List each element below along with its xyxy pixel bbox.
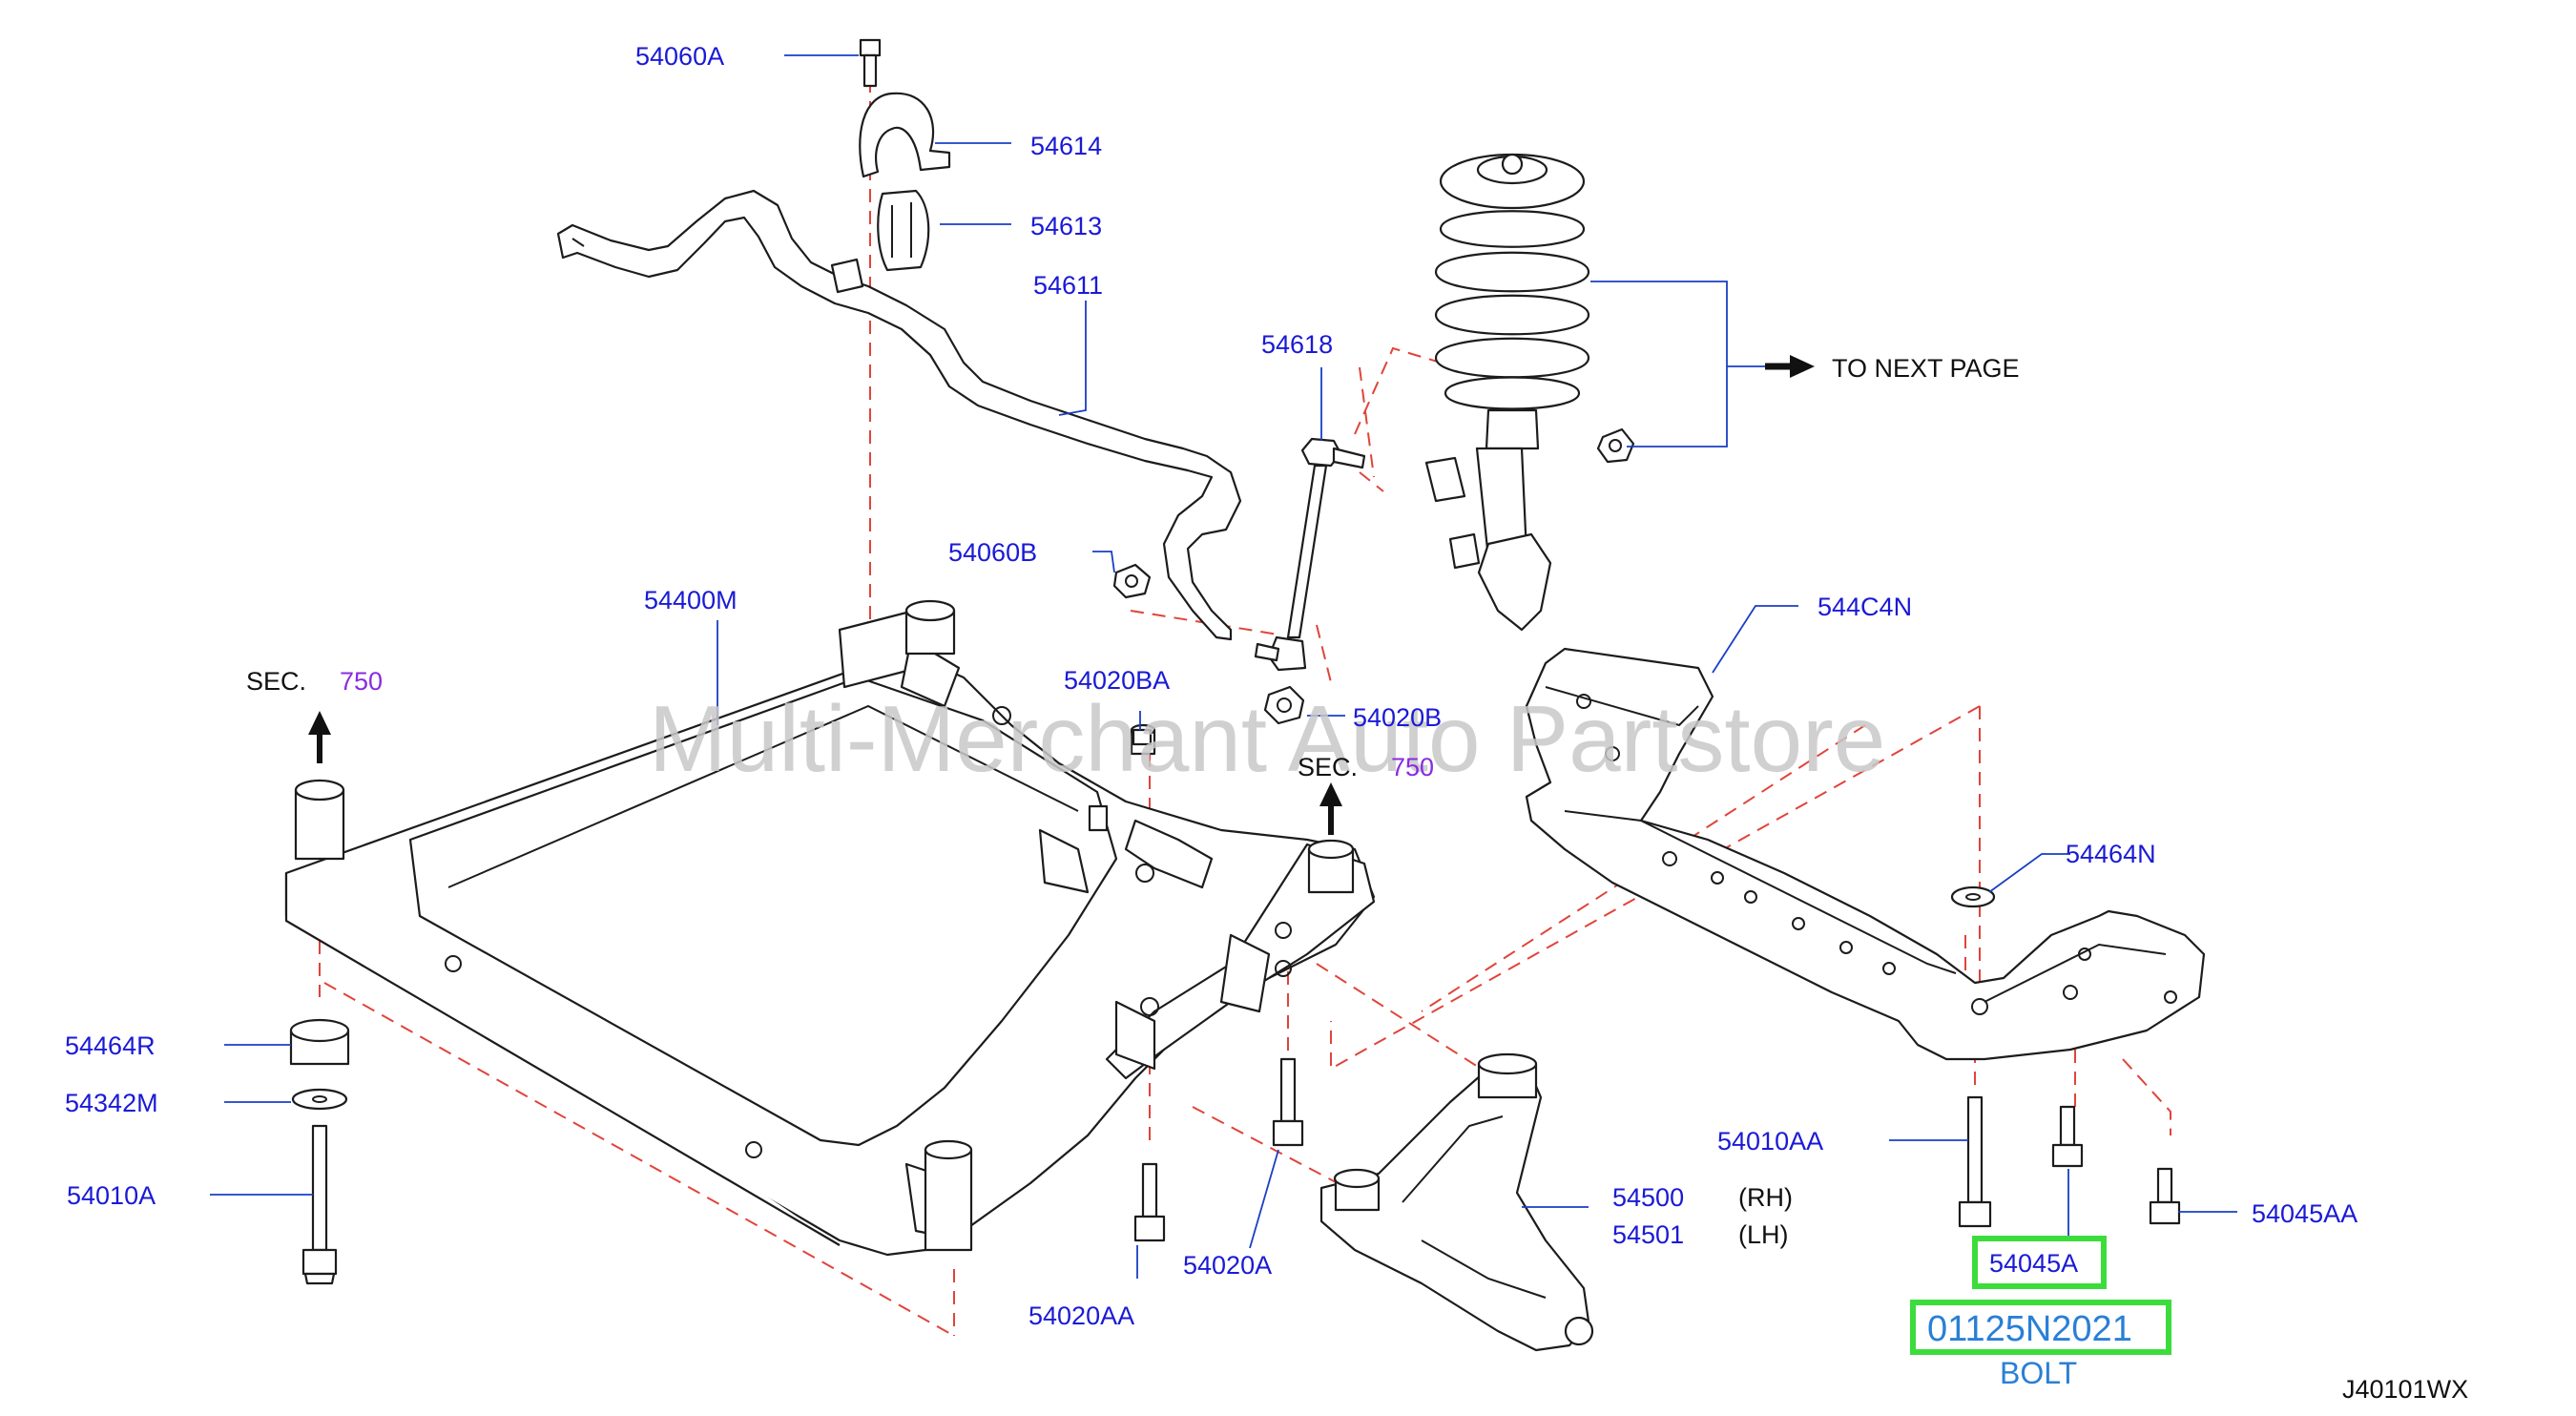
washer-54464N [1950, 885, 1996, 908]
label-54464R[interactable]: 54464R [65, 1031, 156, 1060]
lower-control-arm [1319, 1052, 1594, 1352]
label-54045AA[interactable]: 54045AA [2252, 1199, 2358, 1228]
sec-arrows [308, 355, 1815, 835]
nut-54020B [1263, 685, 1305, 725]
clamp-bushing-group [859, 38, 951, 272]
label-54060A[interactable]: 54060A [635, 42, 724, 71]
label-54020BA[interactable]: 54020BA [1064, 666, 1170, 695]
leader-lines [210, 54, 2237, 1279]
label-54010AA[interactable]: 54010AA [1717, 1127, 1823, 1156]
part-labels: 54060A 54614 54613 54611 54618 54060B 54… [65, 42, 2468, 1404]
highlight-box-part-number [1910, 1300, 2171, 1355]
label-54045A[interactable]: 54045A [1989, 1249, 2078, 1278]
label-54060B[interactable]: 54060B [948, 538, 1037, 567]
stabilizer-bar [556, 189, 1242, 641]
part-name-bolt: BOLT [2000, 1356, 2077, 1390]
label-54500[interactable]: 54500 [1612, 1183, 1684, 1212]
label-lh: (LH) [1738, 1220, 1789, 1249]
bolts [1132, 728, 2181, 1242]
sec-label-left: SEC. [246, 667, 306, 696]
sec-number-left[interactable]: 750 [340, 667, 383, 696]
label-54618[interactable]: 54618 [1261, 330, 1333, 359]
sec-number-mid[interactable]: 750 [1391, 753, 1434, 781]
strut-assembly [1424, 153, 1635, 632]
label-54342M[interactable]: 54342M [65, 1089, 158, 1117]
highlight-box-54045A [1972, 1236, 2107, 1289]
transverse-member [1525, 647, 2206, 1061]
label-54400M[interactable]: 54400M [644, 586, 737, 614]
front-suspension-member [284, 599, 1376, 1257]
label-54020B[interactable]: 54020B [1353, 703, 1442, 732]
label-54613[interactable]: 54613 [1030, 212, 1102, 240]
label-54614[interactable]: 54614 [1030, 132, 1102, 160]
nut-54060B [1112, 563, 1152, 599]
label-54464N[interactable]: 54464N [2066, 840, 2156, 868]
label-rh: (RH) [1738, 1183, 1793, 1212]
label-54010A[interactable]: 54010A [67, 1181, 156, 1210]
label-54501[interactable]: 54501 [1612, 1220, 1684, 1249]
to-next-page-label[interactable]: TO NEXT PAGE [1832, 354, 2020, 383]
label-54020AA[interactable]: 54020AA [1028, 1301, 1134, 1330]
sec-label-mid: SEC. [1298, 753, 1358, 781]
label-54020A[interactable]: 54020A [1183, 1251, 1272, 1280]
watermark: Multi-Merchant Auto Partstore [649, 686, 1885, 791]
label-544C4N[interactable]: 544C4N [1818, 593, 1912, 621]
diagram-code: J40101WX [2342, 1375, 2468, 1404]
stabilizer-link [1254, 437, 1366, 672]
left-mount-hardware [289, 1018, 350, 1285]
part-number[interactable]: 01125N2021 [1927, 1309, 2132, 1349]
label-54611[interactable]: 54611 [1033, 271, 1103, 300]
